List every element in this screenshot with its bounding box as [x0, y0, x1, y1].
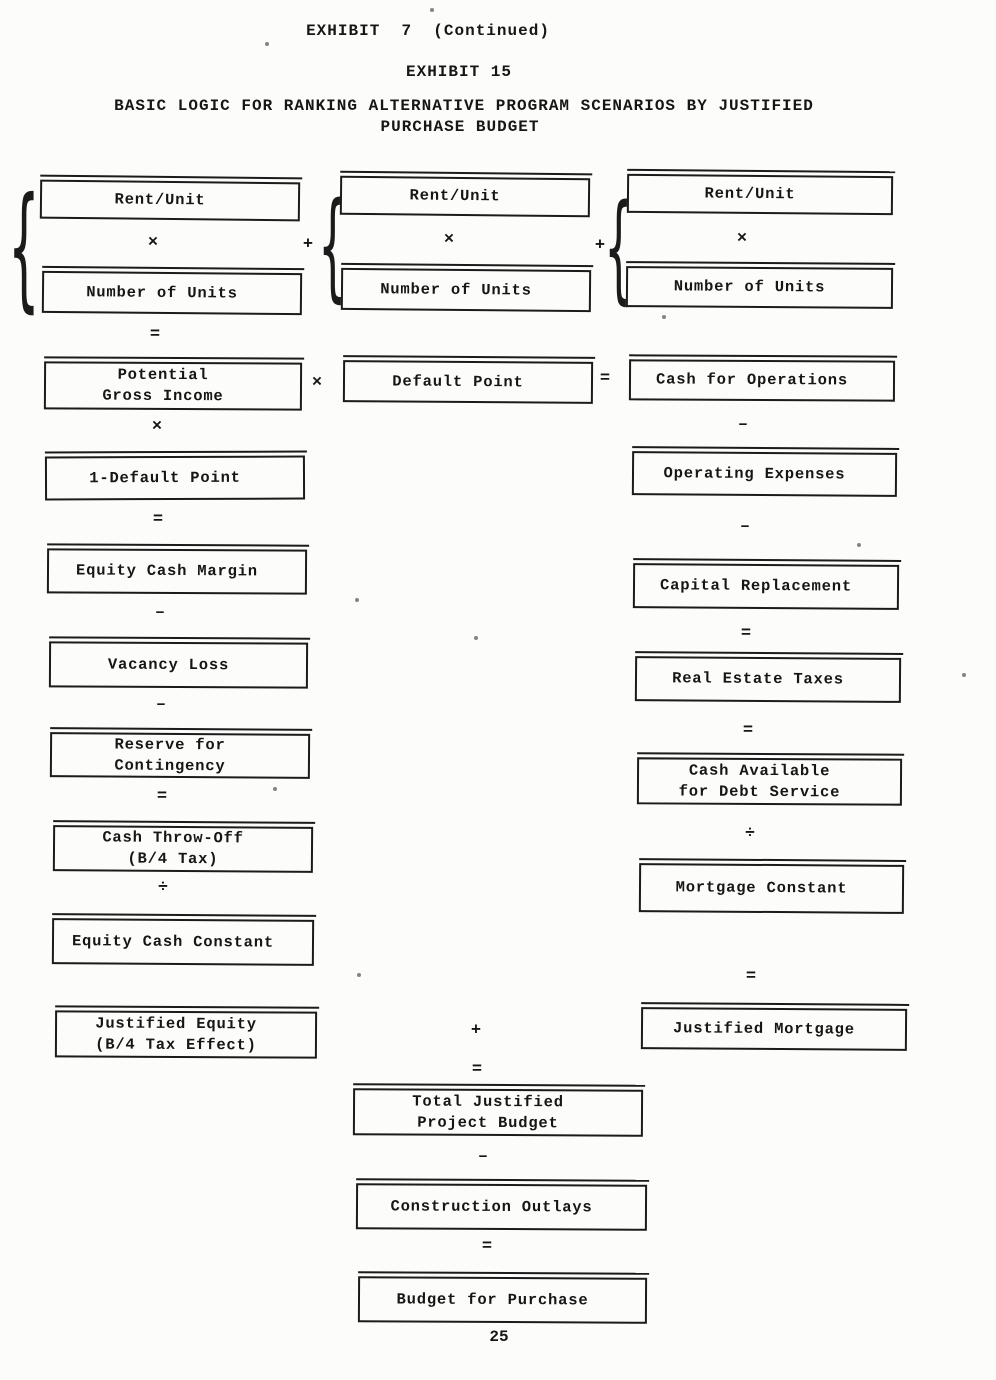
scan-speckle [474, 636, 478, 640]
exhibit-15-heading: EXHIBIT 15 [405, 63, 513, 81]
flow-box-potential-gross-income: Potential Gross Income [43, 361, 303, 411]
equals-operator: = [156, 787, 168, 807]
page-number: 25 [489, 1328, 509, 1346]
flow-box-capital-replacement: Capital Replacement [632, 563, 900, 610]
flow-box-justified-equity: Justified Equity (B/4 Tax Effect) [54, 1010, 318, 1059]
scan-speckle [357, 973, 361, 977]
flow-box-mortgage-constant: Mortgage Constant [638, 863, 905, 914]
exhibit-7-heading: EXHIBIT 7 (Continued) [306, 22, 550, 40]
scan-speckle [962, 673, 966, 677]
flow-box-total-justified-project-budget: Total Justified Project Budget [352, 1088, 644, 1137]
multiply-operator: × [736, 229, 748, 249]
multiply-operator: × [151, 417, 163, 437]
equals-operator: = [745, 967, 757, 987]
minus-operator: – [154, 603, 166, 623]
flow-box-construction-outlays: Construction Outlays [355, 1183, 648, 1231]
divide-operator: ÷ [157, 878, 169, 898]
multiply-operator: × [443, 230, 455, 250]
equals-operator: = [149, 325, 161, 345]
equals-operator: = [471, 1060, 483, 1080]
equals-operator: = [599, 369, 611, 389]
scan-speckle [662, 315, 666, 319]
flow-box-real-estate-taxes: Real Estate Taxes [634, 656, 902, 703]
flow-box-rent-unit-default: Rent/Unit [339, 175, 591, 218]
equals-operator: = [742, 721, 754, 741]
minus-operator: – [739, 517, 751, 537]
flow-box-cash-available-for-debt-service: Cash Available for Debt Service [636, 757, 903, 806]
flow-box-cash-for-operations: Cash for Operations [628, 359, 896, 402]
scan-speckle [265, 42, 269, 46]
multiply-operator: × [311, 373, 323, 393]
flow-box-equity-cash-margin: Equity Cash Margin [46, 548, 308, 595]
flow-box-number-of-units-mortgage: Number of Units [625, 266, 894, 309]
equals-operator: = [740, 624, 752, 644]
flow-box-operating-expenses: Operating Expenses [631, 451, 898, 497]
flow-box-default-point: Default Point [342, 360, 594, 404]
scan-speckle [857, 543, 861, 547]
plus-operator: + [594, 236, 606, 256]
flow-box-rent-unit-mortgage: Rent/Unit [626, 173, 894, 216]
scan-speckle [430, 8, 434, 12]
divide-operator: ÷ [744, 824, 756, 844]
minus-operator: – [737, 415, 749, 435]
minus-operator: – [477, 1147, 489, 1167]
flow-box-number-of-units-equity: Number of Units [41, 270, 303, 316]
plus-operator: + [302, 235, 314, 255]
minus-operator: – [155, 695, 167, 715]
flow-box-reserve-for-contingency: Reserve for Contingency [49, 732, 311, 779]
flow-box-budget-for-purchase: Budget for Purchase [357, 1276, 648, 1324]
diagram-title-line-2: PURCHASE BUDGET [380, 118, 540, 136]
scan-speckle [355, 598, 359, 602]
equals-operator: = [152, 510, 164, 530]
diagram-title-line-1: BASIC LOGIC FOR RANKING ALTERNATIVE PROG… [114, 97, 814, 115]
flow-box-cash-throw-off: Cash Throw-Off (B/4 Tax) [52, 825, 314, 873]
flow-box-number-of-units-default: Number of Units [340, 267, 592, 313]
flow-box-justified-mortgage: Justified Mortgage [640, 1007, 908, 1051]
flow-box-equity-cash-constant: Equity Cash Constant [51, 918, 315, 966]
scan-speckle [273, 787, 277, 791]
equals-operator: = [481, 1237, 493, 1257]
multiply-operator: × [147, 233, 159, 253]
opening-brace-equity: { [8, 167, 40, 326]
flow-box-vacancy-loss: Vacancy Loss [48, 641, 309, 689]
flow-box-1-default-point: 1-Default Point [44, 455, 306, 501]
plus-operator: + [470, 1021, 482, 1041]
flow-box-rent-unit-equity: Rent/Unit [39, 179, 301, 222]
